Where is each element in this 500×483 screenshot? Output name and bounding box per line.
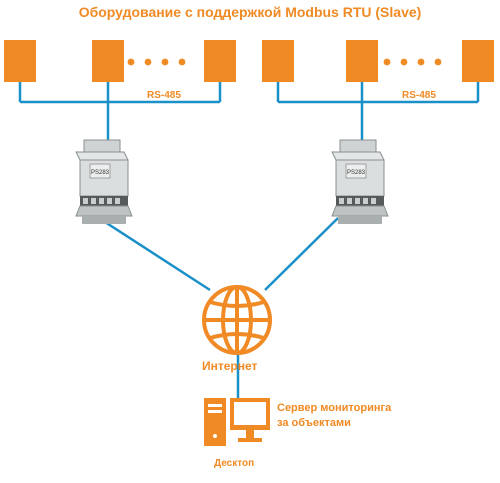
slave-device-left-3 [204,40,236,82]
desktop-computer-icon [204,398,270,446]
internet-label: Интернет [202,359,258,373]
ellipsis-dots-right [383,58,442,66]
gateway-left: PS283 [75,139,133,224]
gateway-left-model: PS283 [91,170,110,176]
slave-device-left-1 [4,40,36,82]
ellipsis-dots-left [127,58,186,66]
rs485-left-label: RS-485 [147,90,181,101]
slave-device-right-2 [346,40,378,82]
slave-device-left-2 [92,40,124,82]
desktop-label: Десктоп [214,458,255,469]
server-label-line2: за объектами [277,417,351,429]
rs485-bus-right [276,82,480,142]
gateway-right-model: PS283 [347,170,366,176]
gateway-right: PS283 [331,139,389,224]
diagram-title: Оборудование с поддержкой Modbus RTU (Sl… [78,4,422,20]
server-label-line1: Сервер мониторинга [277,402,392,414]
slave-device-right-1 [262,40,294,82]
globe-icon [202,285,272,355]
rs485-right-label: RS-485 [402,90,436,101]
left-device-group [4,40,236,142]
rs485-bus-left [18,82,222,142]
slave-device-right-3 [462,40,494,82]
right-device-group [262,40,494,142]
wan-links [104,217,339,398]
